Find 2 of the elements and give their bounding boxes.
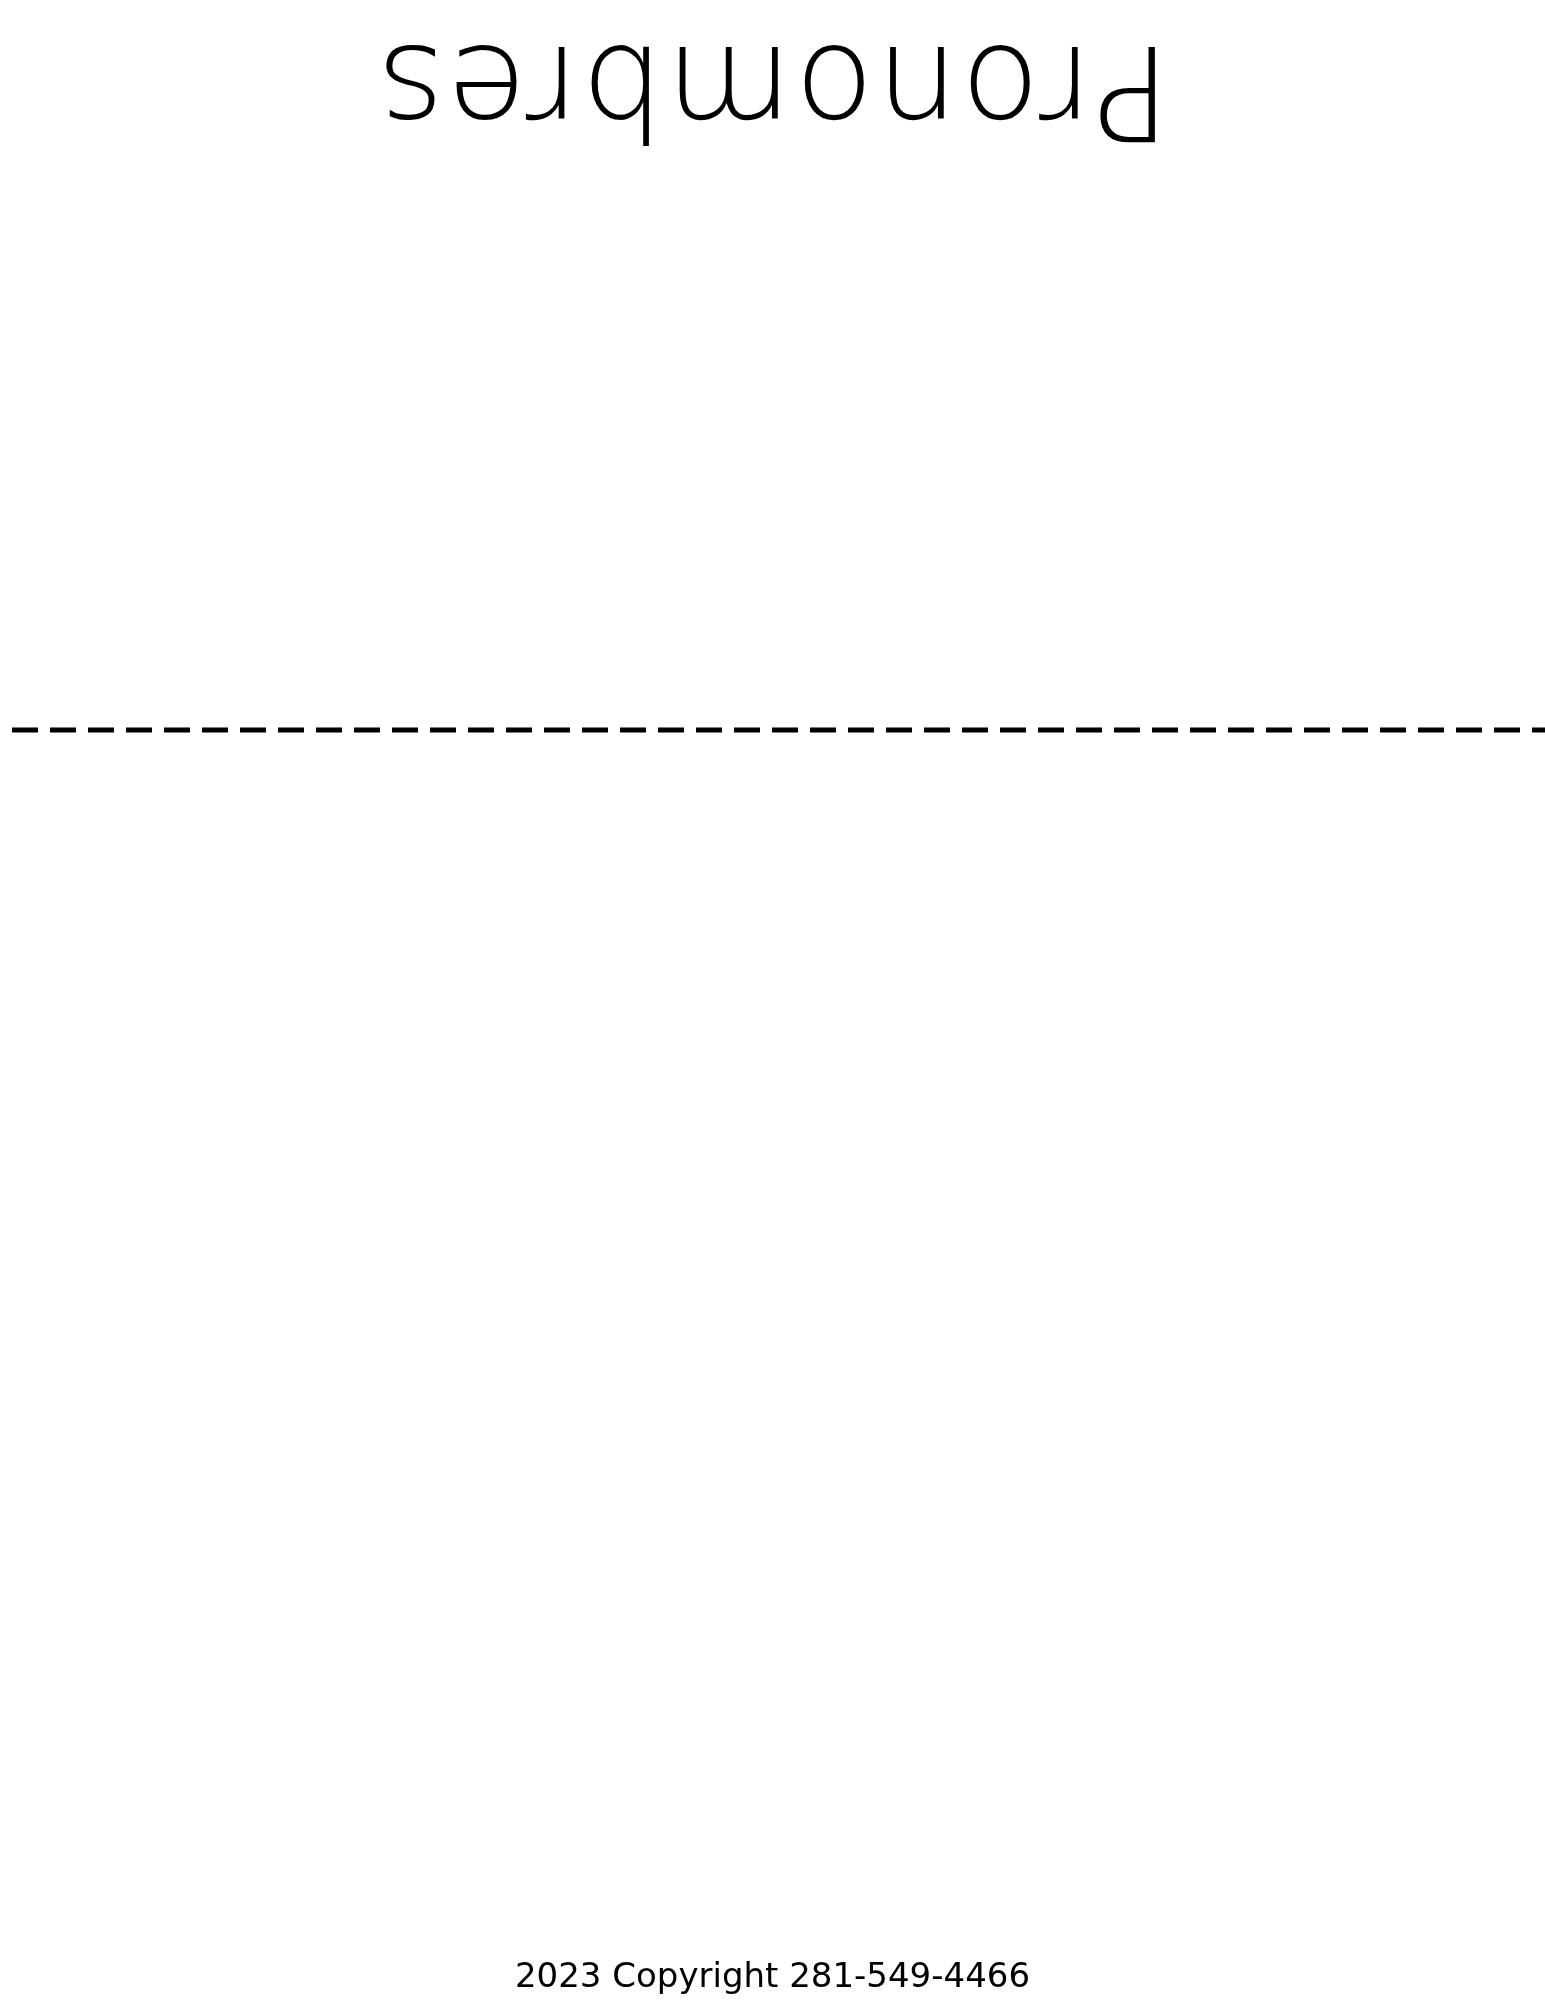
copyright-footer: 2023 Copyright 281-549-4466	[514, 1955, 1031, 1995]
upside-down-title: Pronombres	[374, 20, 1171, 163]
